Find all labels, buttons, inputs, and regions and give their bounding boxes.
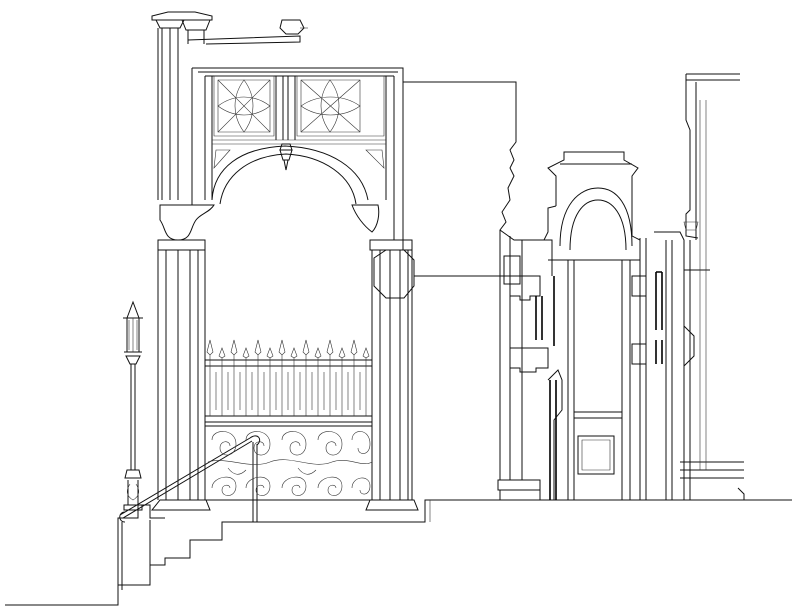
iron-gate [205,339,373,501]
handrail [119,435,261,523]
right-facade-section [631,73,745,500]
stair [5,499,792,606]
adjacent-facade-section [403,81,641,500]
street-lamp [123,300,143,511]
entry-arch-portal [150,11,510,511]
